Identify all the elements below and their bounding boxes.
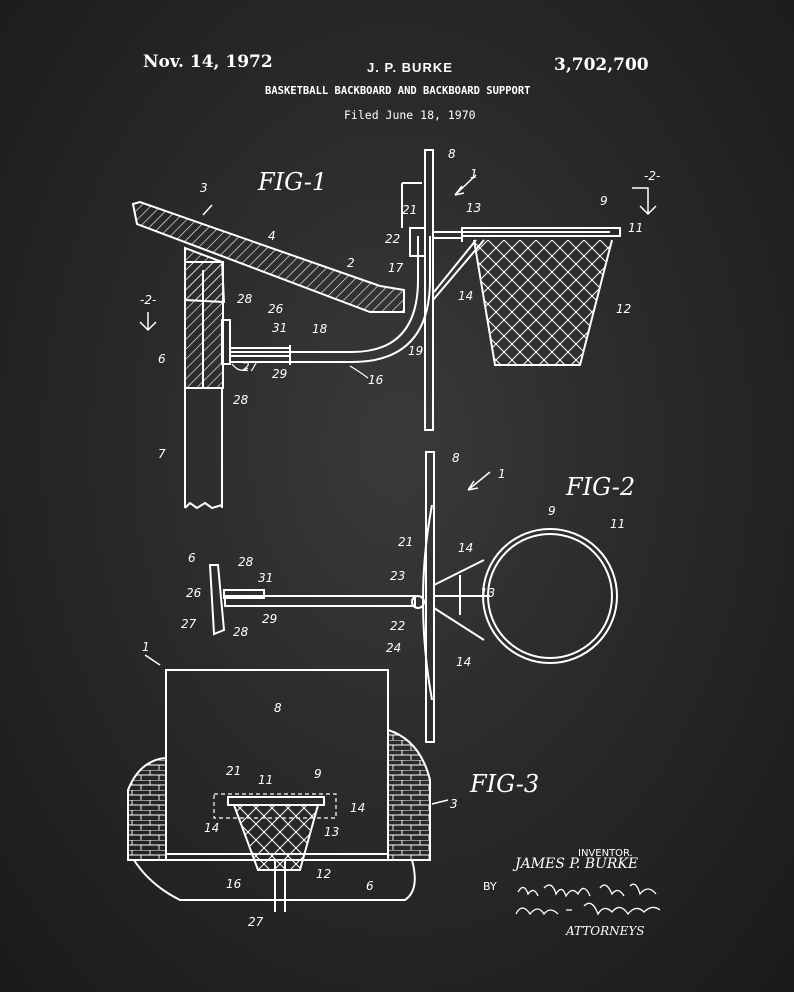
reference-numeral: 29 (262, 612, 277, 626)
reference-numeral: 9 (548, 504, 556, 518)
reference-numeral: 14 (458, 541, 473, 555)
inventor-name: JAMES P. BURKE (512, 856, 638, 872)
reference-numeral: 2 (347, 256, 355, 270)
fig2-label: FIG-2 (565, 473, 635, 501)
inventor-header: J. P. BURKE (367, 60, 453, 75)
reference-numeral: 9 (314, 767, 322, 781)
patent-title: BASKETBALL BACKBOARD AND BACKBOARD SUPPO… (265, 85, 531, 97)
reference-numeral: 6 (366, 879, 374, 893)
reference-numeral: -2- (140, 293, 156, 307)
reference-numeral: 7 (158, 447, 166, 461)
reference-numeral: 13 (324, 825, 339, 839)
reference-numeral: 24 (386, 641, 401, 655)
reference-numeral: 28 (233, 393, 249, 407)
reference-numeral: 14 (456, 655, 471, 669)
reference-numeral: 11 (258, 773, 273, 787)
reference-numeral: 18 (312, 322, 328, 336)
reference-numeral: 3 (450, 797, 458, 811)
reference-numeral: 4 (268, 229, 276, 243)
reference-numeral: 31 (272, 321, 287, 335)
reference-numeral: 26 (268, 302, 284, 316)
filed-date: Filed June 18, 1970 (344, 108, 476, 122)
attorneys-caption: ATTORNEYS (565, 924, 645, 938)
reference-numeral: 11 (628, 221, 643, 235)
figure-2: FIG-2 (208, 451, 635, 743)
figure-3-numerals: 1 8 21 11 9 14 14 13 12 16 6 27 3 (142, 640, 458, 929)
reference-numeral: 6 (158, 352, 166, 366)
reference-numeral: 13 (480, 586, 495, 600)
by-label: BY (483, 880, 497, 893)
reference-numeral: 27 (248, 915, 264, 929)
reference-numeral: 29 (272, 367, 287, 381)
reference-numeral: 16 (226, 877, 242, 891)
reference-numeral: 14 (204, 821, 219, 835)
reference-numeral: 8 (274, 701, 282, 715)
fig3-label: FIG-3 (469, 770, 539, 798)
signature-block: INVENTOR. JAMES P. BURKE BY ATTORNEYS (483, 848, 661, 938)
reference-numeral: 28 (238, 555, 254, 569)
reference-numeral: 27 (242, 360, 258, 374)
reference-numeral: 11 (610, 517, 625, 531)
reference-numeral: 19 (408, 344, 423, 358)
reference-numeral: 13 (466, 201, 481, 215)
reference-numeral: 3 (200, 181, 208, 195)
attorney-signature (515, 883, 661, 916)
reference-numeral: 21 (398, 535, 413, 549)
reference-numeral: 22 (390, 619, 405, 633)
figure-2-numerals: 8 1 9 11 14 13 14 21 23 22 24 6 28 31 26… (181, 451, 625, 669)
fig1-label: FIG-1 (257, 168, 327, 196)
reference-numeral: 12 (616, 302, 631, 316)
reference-numeral: 21 (402, 203, 417, 217)
figure-1: FIG-1 (131, 149, 657, 510)
reference-numeral: 8 (448, 147, 456, 161)
reference-numeral: 14 (458, 289, 473, 303)
reference-numeral: 1 (498, 467, 506, 481)
reference-numeral: 28 (237, 292, 253, 306)
reference-numeral: 28 (233, 625, 249, 639)
reference-numeral: 9 (600, 194, 608, 208)
reference-numeral: 31 (258, 571, 273, 585)
reference-numeral: 8 (452, 451, 460, 465)
reference-numeral: 22 (385, 232, 400, 246)
reference-numeral: 27 (181, 617, 197, 631)
reference-numeral: 21 (226, 764, 241, 778)
reference-numeral: -2- (644, 169, 660, 183)
patent-number: 3,702,700 (554, 55, 649, 75)
reference-numeral: 12 (316, 867, 331, 881)
figure-1-numerals: 3 4 2 28 26 31 18 6 27 29 28 7 16 19 17 … (140, 147, 660, 461)
reference-numeral: 23 (390, 569, 405, 583)
patent-date: Nov. 14, 1972 (143, 52, 273, 72)
figure-3: FIG-3 (127, 654, 539, 912)
reference-numeral: 16 (368, 373, 384, 387)
reference-numeral: 1 (142, 640, 150, 654)
reference-numeral: 6 (188, 551, 196, 565)
reference-numeral: 17 (388, 261, 404, 275)
reference-numeral: 26 (186, 586, 202, 600)
reference-numeral: 1 (470, 167, 478, 181)
reference-numeral: 14 (350, 801, 365, 815)
inventor-caption: INVENTOR. (578, 848, 633, 859)
